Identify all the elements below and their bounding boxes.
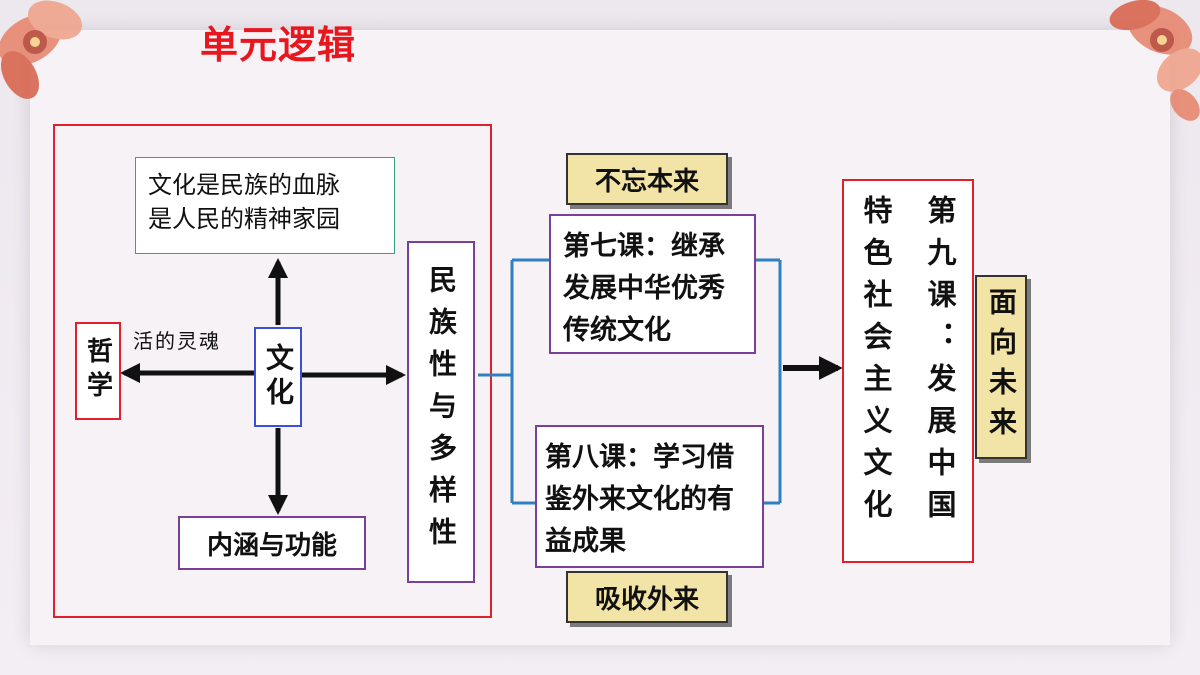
culture-frame [53, 124, 492, 618]
tag-not-forget: 不忘本来 [566, 153, 728, 205]
flower-decoration-left-icon [0, 0, 83, 99]
culture-meaning-line-2: 是人民的精神家园 [148, 205, 340, 233]
lesson7-line-1: 第七课：继承 [563, 231, 725, 262]
philosophy-box: 哲学 [75, 322, 121, 420]
tag-not-forget-label: 不忘本来 [594, 166, 699, 197]
tag-absorb: 吸收外来 [566, 571, 728, 623]
flower-decoration-right-icon [1109, 0, 1200, 121]
national-diversity-box: 民族性与多样性 [407, 241, 475, 583]
lesson8-line-2: 鉴外来文化的有 [545, 484, 734, 515]
tag-absorb-label: 吸收外来 [594, 584, 699, 615]
tag-future: 面向未来 [975, 275, 1027, 459]
connotation-box: 内涵与功能 [178, 516, 366, 570]
lesson9-subtitle: 特色社会主义文化 [859, 195, 893, 531]
culture-meaning-line-1: 文化是民族的血脉 [148, 171, 340, 199]
soul-label: 活的灵魂 [133, 329, 221, 353]
bracket-right [756, 258, 782, 505]
culture-core-label: 文化 [262, 343, 295, 411]
lesson8-box: 第八课：学习借 鉴外来文化的有 益成果 [535, 425, 764, 568]
tag-future-label: 面向未来 [985, 287, 1018, 447]
connotation-label: 内涵与功能 [206, 530, 337, 561]
national-diversity-label: 民族性与多样性 [425, 265, 458, 559]
lesson7-box: 第七课：继承 发展中华优秀 传统文化 [549, 214, 756, 354]
page-title: 单元逻辑 [200, 23, 357, 67]
lesson9-title: 第九课：发展中国 [923, 195, 957, 531]
culture-meaning-box: 文化是民族的血脉 是人民的精神家园 [135, 157, 395, 254]
culture-core-box: 文化 [254, 327, 302, 427]
philosophy-label: 哲学 [82, 337, 113, 405]
bracket-left [478, 258, 549, 505]
lesson8-line-3: 益成果 [545, 526, 626, 557]
lesson7-line-2: 发展中华优秀 [563, 273, 725, 304]
lesson8-line-1: 第八课：学习借 [545, 442, 734, 473]
lesson7-line-3: 传统文化 [563, 315, 671, 346]
lesson9-box: 第九课：发展中国 特色社会主义文化 [842, 179, 974, 563]
